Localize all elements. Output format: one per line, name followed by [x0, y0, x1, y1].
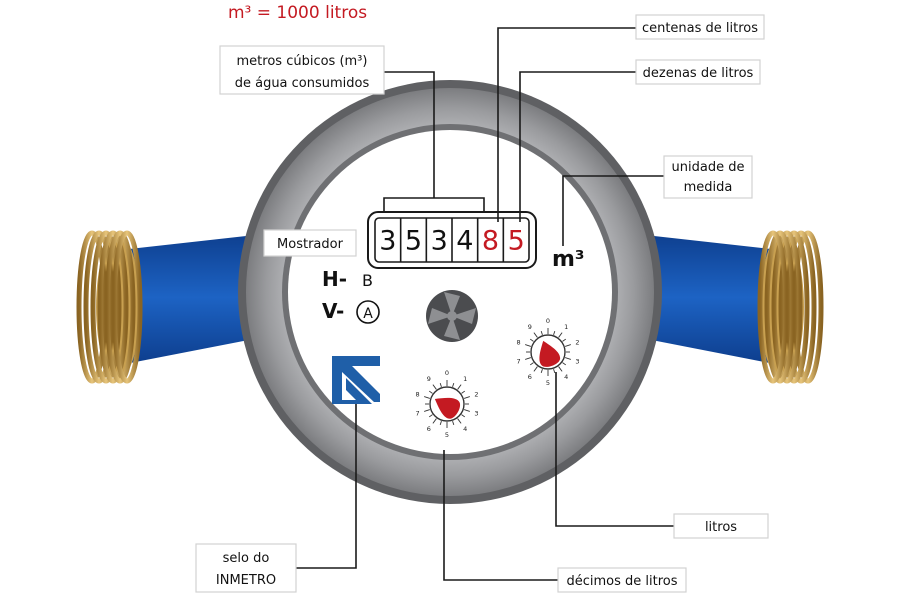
h-class-label: H-: [322, 267, 347, 291]
dial-number: 2: [474, 390, 478, 398]
label-tenths: décimos de litros: [557, 567, 687, 593]
counter-digit: 8: [482, 226, 499, 257]
label-display-text: Mostrador: [277, 237, 344, 252]
label-seal-line1: selo do: [223, 551, 270, 566]
dial-number: 4: [564, 373, 568, 381]
dial-number: 3: [575, 358, 579, 366]
leader-tenths: [443, 450, 560, 581]
counter-digit: 4: [456, 226, 473, 257]
dial-number: 7: [415, 410, 419, 418]
label-display: Mostrador: [263, 229, 357, 257]
dial-number: 3: [474, 410, 478, 418]
label-seal: selo do INMETRO: [195, 543, 297, 593]
dial-number: 1: [463, 375, 467, 383]
label-cubic: metros cúbicos (m³) de água consumidos: [219, 45, 385, 95]
dial-number: 0: [546, 317, 550, 325]
label-seal-line2: INMETRO: [216, 573, 276, 588]
dial-number: 8: [516, 338, 520, 346]
v-class-value: A: [363, 306, 373, 322]
label-liters: litros: [673, 513, 769, 539]
label-hundreds: centenas de litros: [635, 14, 765, 40]
label-tens-text: dezenas de litros: [643, 66, 754, 81]
dial-number: 2: [575, 338, 579, 346]
dial-number: 4: [463, 425, 467, 433]
v-class-circle: [356, 300, 380, 324]
counter-digit: 5: [405, 226, 422, 257]
dial-pointer: [434, 397, 461, 419]
leader-liters: [555, 372, 676, 527]
dial-number: 6: [427, 425, 431, 433]
v-class-label: V-: [322, 299, 344, 323]
flow-star-icon: [426, 290, 478, 342]
dial-number: 9: [528, 323, 532, 331]
dial-liters: 0 12 34 5 67 89: [516, 317, 579, 387]
dial-pointer: [539, 340, 561, 367]
label-unit: unidade de medida: [663, 155, 753, 199]
dial-number: 6: [528, 373, 532, 381]
dial-tenths: 0 12 34 5 67 89: [415, 369, 478, 439]
header-formula: m³ = 1000 litros: [228, 3, 367, 23]
label-hundreds-text: centenas de litros: [642, 21, 758, 36]
dial-number: 1: [564, 323, 568, 331]
counter-digit: 3: [431, 226, 448, 257]
dial-number: 9: [427, 375, 431, 383]
label-cubic-line2: de água consumidos: [235, 76, 370, 91]
label-unit-line2: medida: [684, 180, 733, 195]
label-cubic-line1: metros cúbicos (m³): [237, 54, 368, 69]
counter-digit: 3: [379, 226, 396, 257]
dial-number: 5: [445, 431, 449, 439]
label-tens: dezenas de litros: [635, 59, 761, 85]
h-class-value: B: [362, 271, 373, 290]
dial-number: 0: [445, 369, 449, 377]
label-liters-text: litros: [705, 520, 737, 535]
leader-tens: [519, 71, 640, 222]
right-thread: [757, 230, 824, 384]
dial-number: 8: [415, 390, 419, 398]
label-unit-line1: unidade de: [672, 160, 745, 175]
inmetro-seal-icon: [332, 356, 380, 404]
leader-hundreds: [497, 27, 640, 222]
left-thread: [76, 230, 143, 384]
dial-number: 5: [546, 379, 550, 387]
dial-number: 7: [516, 358, 520, 366]
counter-digit: 5: [508, 226, 525, 257]
leader-unit: [562, 175, 668, 246]
counter-unit: m³: [552, 247, 585, 272]
label-tenths-text: décimos de litros: [566, 574, 677, 589]
